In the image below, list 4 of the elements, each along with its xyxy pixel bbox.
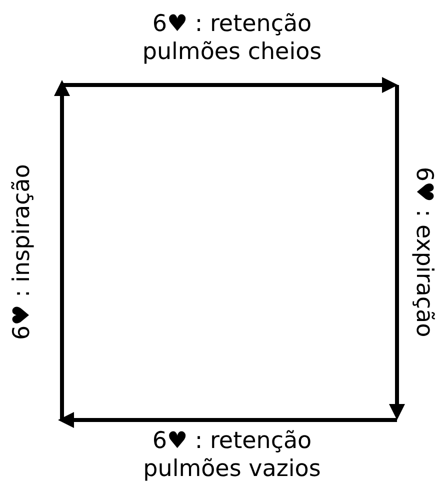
phase-label: 6♥ : expiração — [410, 166, 438, 340]
phase-label: 6♥ : retenção pulmões vazios — [142, 427, 322, 483]
phase-label: 6♥ : inspiração — [8, 163, 36, 342]
phase-label: 6♥ : retenção pulmões cheios — [141, 10, 323, 66]
